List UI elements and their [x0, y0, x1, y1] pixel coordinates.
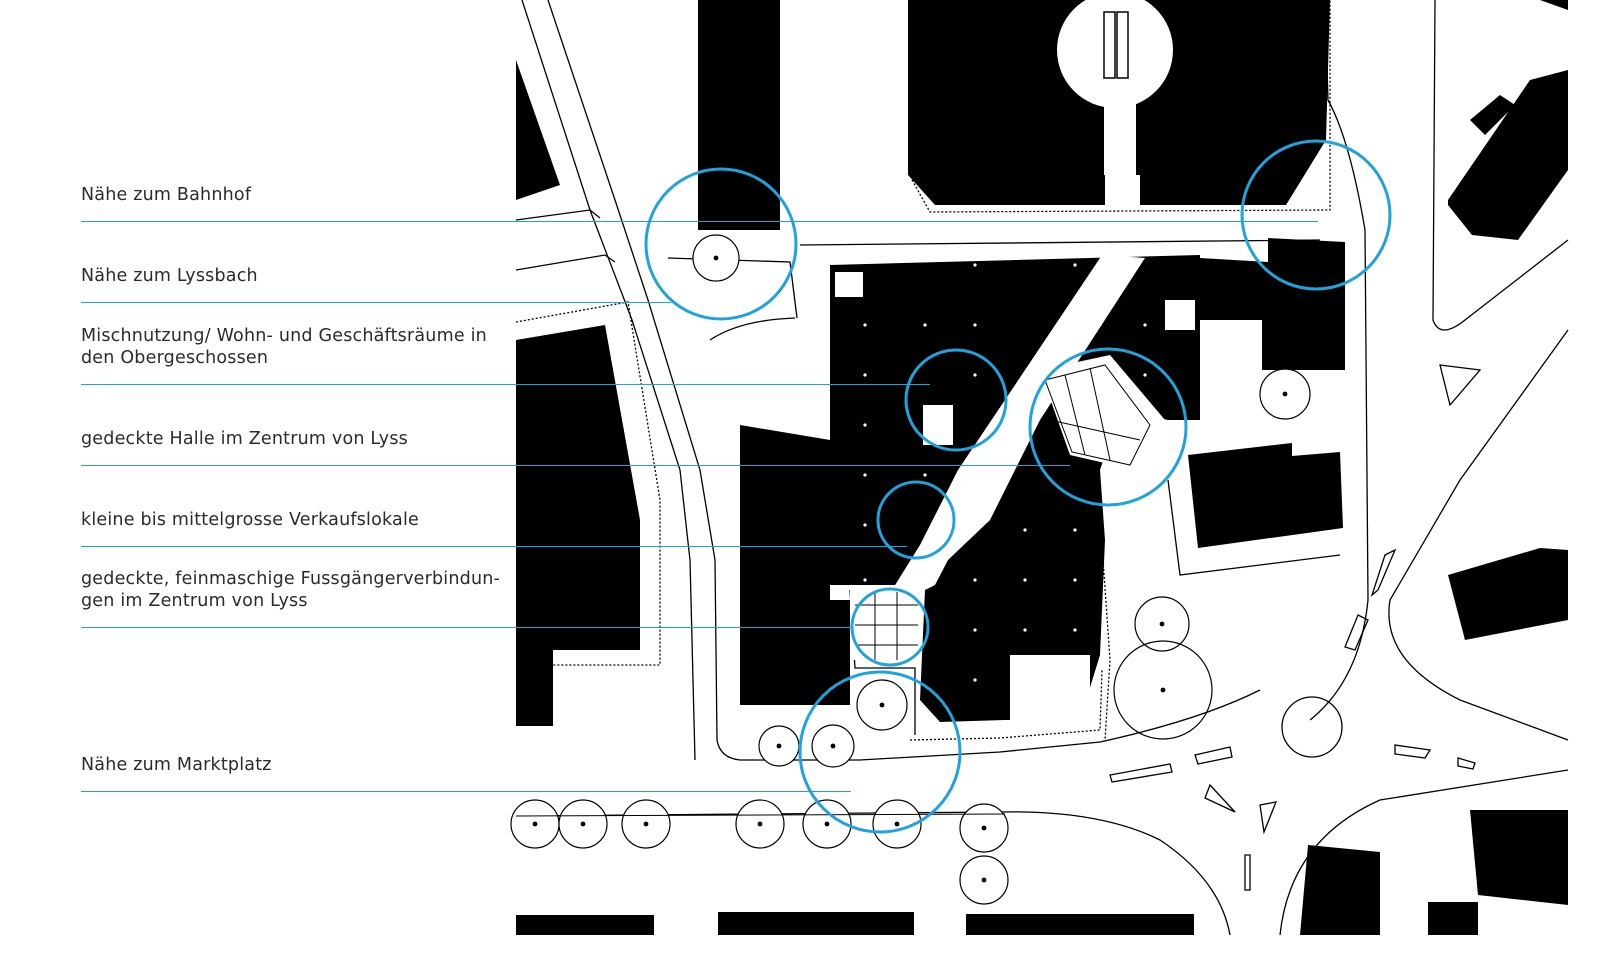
- legend-line-marktplatz: [81, 791, 851, 792]
- highlight-fussgaenger: [850, 587, 930, 667]
- label-verkauf: kleine bis mittelgrosse Verkaufslokale: [81, 510, 419, 530]
- highlight-circles: [644, 139, 1392, 834]
- legend-line-fussgaenger: [81, 627, 852, 628]
- legend-line-wohnen: [81, 384, 930, 385]
- legend-line-verkauf: [81, 546, 907, 547]
- label-marktplatz: Nähe zum Marktplatz: [81, 755, 272, 775]
- label-wohnen-line1: Mischnutzung/ Wohn- und Geschäftsräume i…: [81, 326, 487, 346]
- legend-line-halle: [81, 465, 1070, 466]
- highlight-wohnen: [904, 348, 1008, 452]
- label-halle: gedeckte Halle im Zentrum von Lyss: [81, 429, 408, 449]
- highlight-halle: [1028, 347, 1188, 507]
- label-bahnhof: Nähe zum Bahnhof: [81, 185, 252, 205]
- trees: [510, 234, 1311, 905]
- columns: [863, 263, 1147, 702]
- highlight-lyssbach: [644, 167, 798, 321]
- street-centerline: [515, 813, 1006, 817]
- label-lyssbach: Nähe zum Lyssbach: [81, 266, 258, 286]
- legend-line-bahnhof: [81, 221, 1318, 222]
- label-wohnen-line2: den Obergeschossen: [81, 348, 269, 368]
- highlight-bahnhof: [1240, 139, 1392, 291]
- label-fussgaenger-line2: gen im Zentrum von Lyss: [81, 591, 308, 611]
- rotunda: [1057, 0, 1173, 175]
- label-fussgaenger-line1: gedeckte, feinmaschige Fussgängerverbind…: [81, 569, 501, 589]
- interior-grid: [855, 364, 1151, 660]
- legend-line-lyssbach: [81, 302, 671, 303]
- highlight-verkauf: [876, 480, 956, 560]
- highlight-marktplatz: [798, 670, 962, 834]
